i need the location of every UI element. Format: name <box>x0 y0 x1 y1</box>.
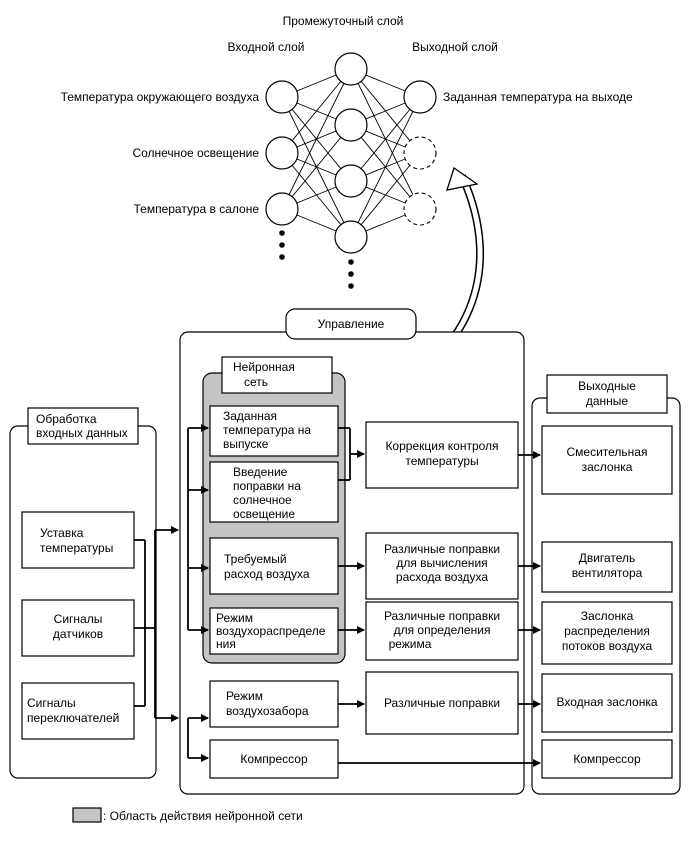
hidden-layer-title: Промежуточный слой <box>283 14 404 28</box>
nn-item-target-temp <box>209 405 339 457</box>
input-item-setpoint-line2: температуры <box>40 541 113 555</box>
correction-airflow-line1: Различные поправки <box>384 542 500 556</box>
correction-airflow-line3: расхода воздуха <box>396 570 489 584</box>
network-connections <box>281 68 421 238</box>
output-distribution-line2: распределения <box>564 624 650 638</box>
output-node <box>403 80 437 114</box>
correction-mode-line1: Различные поправки <box>384 609 500 623</box>
nn-item-solar-line1: Введение <box>233 465 288 479</box>
nn-item-target-temp-line2: температура на <box>223 423 311 437</box>
hidden-node <box>334 220 368 254</box>
outputs-title-line2: данные <box>586 394 629 408</box>
neural-area-header <box>221 356 333 394</box>
control-item-compressor <box>209 739 339 779</box>
outputs-header <box>546 374 668 414</box>
connector-lines <box>134 424 541 767</box>
correction-mode-line2: для определения <box>394 623 491 637</box>
hidden-node <box>334 108 368 142</box>
nn-item-distribution-line2: воздухораспределе <box>216 624 326 638</box>
nn-item-target-temp-line3: выпуске <box>223 437 269 451</box>
output-label: Заданная температура на выходе <box>443 90 633 104</box>
nn-item-airflow-line1: Требуемый <box>224 552 287 566</box>
input-item-sensors-line1: Сигналы <box>54 612 103 626</box>
output-intake-damper <box>541 673 673 733</box>
correction-mode-line3: режима <box>389 637 432 651</box>
output-fan-line2: вентилятора <box>572 566 643 580</box>
input-processing-title-line2: входных данных <box>36 426 128 440</box>
nn-item-distribution-line3: ния <box>216 637 236 651</box>
input-node <box>265 80 299 114</box>
input-node <box>265 192 299 226</box>
nn-item-solar-line4: освещение <box>233 507 295 521</box>
output-distribution-line3: потоков воздуха <box>562 639 653 653</box>
correction-airflow-line2: для вычисления <box>396 556 487 570</box>
ellipsis-dots <box>279 230 354 289</box>
neural-area-title-line2: сеть <box>244 375 268 389</box>
input-item-setpoint <box>21 511 135 569</box>
input-item-switches-line1: Сигналы <box>27 696 76 710</box>
nn-item-solar-line3: солнечное <box>233 493 292 507</box>
input-layer-title: Входной слой <box>228 40 305 54</box>
nn-item-airflow <box>209 537 339 595</box>
nn-item-air-distribution <box>209 607 339 655</box>
output-mixing-damper <box>541 425 673 495</box>
nn-item-solar-correction <box>209 461 339 523</box>
correction-misc <box>365 671 519 735</box>
input-label-solar: Солнечное освещение <box>132 146 259 160</box>
nn-item-airflow-line2: расход воздуха <box>224 567 310 581</box>
output-mixing-line1: Смесительная <box>567 445 648 459</box>
control-item-air-intake <box>209 680 339 728</box>
input-node <box>265 136 299 170</box>
output-node-dashed <box>403 136 437 170</box>
legend-label: : Область действия нейронной сети <box>103 809 303 823</box>
output-mixing-line2: заслонка <box>582 460 633 474</box>
correction-temp-control <box>365 421 519 489</box>
input-label-cabin: Температура в салоне <box>133 202 259 216</box>
output-compressor <box>541 739 673 779</box>
correction-temp-line2: температуры <box>405 454 478 468</box>
output-fan-motor <box>541 541 673 593</box>
input-processing-header <box>27 407 139 445</box>
nn-item-target-temp-line1: Заданная <box>223 409 277 423</box>
input-item-switches-line2: переключателей <box>27 711 119 725</box>
correction-misc-label: Различные поправки <box>384 696 500 710</box>
neural-area-title-line1: Нейронная <box>233 360 295 374</box>
input-item-switches <box>21 682 135 740</box>
correction-temp-line1: Коррекция контроля <box>385 439 498 453</box>
input-item-sensors-line2: датчиков <box>53 627 103 641</box>
control-item-intake-line2: воздухозабора <box>226 704 309 718</box>
control-item-compressor-label: Компрессор <box>240 752 308 766</box>
output-intake-label: Входная заслонка <box>556 695 657 709</box>
input-label-ambient: Температура окружающего воздуха <box>61 90 260 104</box>
output-node-dashed <box>403 192 437 226</box>
nn-item-solar-line2: поправки на <box>233 479 301 493</box>
correction-airflow <box>365 532 519 600</box>
nn-item-distribution-line1: Режим <box>216 611 253 625</box>
input-item-sensors <box>21 599 135 657</box>
control-item-intake-line1: Режим <box>226 689 263 703</box>
output-layer-title: Выходной слой <box>412 40 498 54</box>
outputs-title-line1: Выходные <box>578 379 636 393</box>
output-fan-line1: Двигатель <box>579 551 636 565</box>
hidden-node <box>334 52 368 86</box>
hidden-node <box>334 164 368 198</box>
control-title: Управление <box>318 317 385 331</box>
output-distribution-line1: Заслонка <box>581 609 634 623</box>
correction-mode <box>365 601 519 661</box>
legend-swatch <box>72 807 102 823</box>
control-header <box>285 308 417 340</box>
output-distribution-damper <box>541 601 673 665</box>
neural-network-figure: Промежуточный слой Входной слой Выходной… <box>61 14 633 289</box>
input-item-setpoint-line1: Уставка <box>40 526 84 540</box>
input-processing-title-line1: Обработка <box>36 412 97 426</box>
curved-arrow-head <box>446 166 479 191</box>
output-compressor-label: Компрессор <box>573 752 641 766</box>
